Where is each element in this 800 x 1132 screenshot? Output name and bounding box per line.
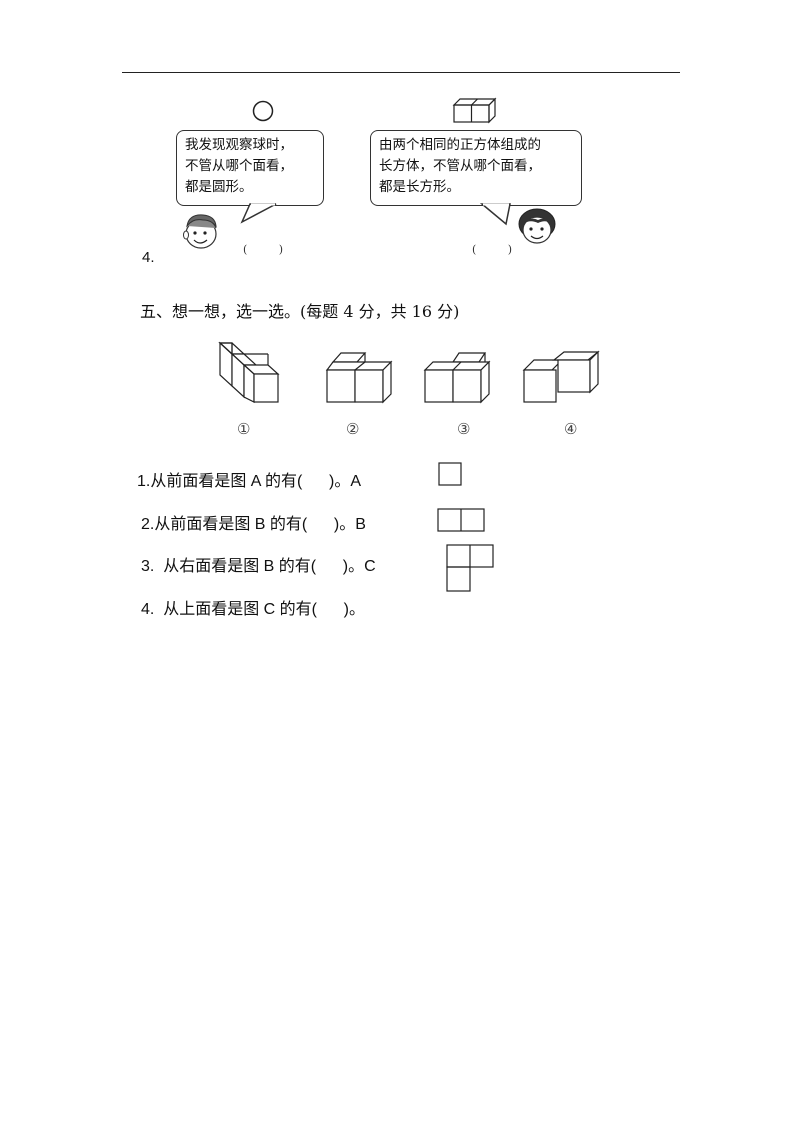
bubble-line: 长方体，不管从哪个面看， [379, 158, 541, 174]
cube-figure-3 [423, 352, 491, 404]
problem-number: 4. [142, 249, 155, 266]
view-diagram-b [437, 508, 485, 532]
view-diagram-a [438, 462, 462, 486]
option-label-4: ④ [564, 420, 578, 438]
header-rule [122, 72, 680, 73]
question-3: 3. 从右面看是图 B 的有( )。C [141, 558, 376, 575]
question-1: 1.从前面看是图 A 的有( )。A [137, 473, 362, 490]
cube-figure-4 [522, 350, 600, 403]
right-answer-blank[interactable]: ( ) [472, 243, 527, 256]
bubble-line: 都是长方形。 [379, 179, 460, 195]
left-speech-bubble: 我发现观察球时， 不管从哪个面看， 都是圆形。 [176, 130, 324, 206]
sphere-icon [252, 100, 274, 122]
bubble-line: 由两个相同的正方体组成的 [379, 137, 541, 153]
right-bubble-tail [479, 203, 511, 226]
bubble-line: 不管从哪个面看， [185, 158, 293, 174]
section-heading: 五、想一想，选一选。(每题 4 分，共 16 分) [140, 302, 460, 321]
left-answer-blank[interactable]: ( ) [243, 243, 298, 256]
question-4: 4. 从上面看是图 C 的有( )。 [141, 601, 366, 618]
option-label-1: ① [237, 420, 251, 438]
cube-figure-1 [218, 341, 280, 403]
question-2: 2.从前面看是图 B 的有( )。B [141, 516, 366, 533]
cube-figure-2 [325, 352, 393, 404]
boy-face-icon [183, 214, 217, 249]
option-label-3: ③ [457, 420, 471, 438]
right-speech-bubble: 由两个相同的正方体组成的 长方体，不管从哪个面看， 都是长方形。 [370, 130, 582, 206]
option-label-2: ② [346, 420, 360, 438]
bubble-line: 我发现观察球时， [185, 137, 293, 153]
view-diagram-c [446, 544, 494, 592]
bubble-line: 都是圆形。 [185, 179, 253, 195]
left-bubble-tail [240, 203, 277, 224]
cuboid-icon [452, 97, 497, 124]
girl-face-icon [518, 208, 556, 244]
